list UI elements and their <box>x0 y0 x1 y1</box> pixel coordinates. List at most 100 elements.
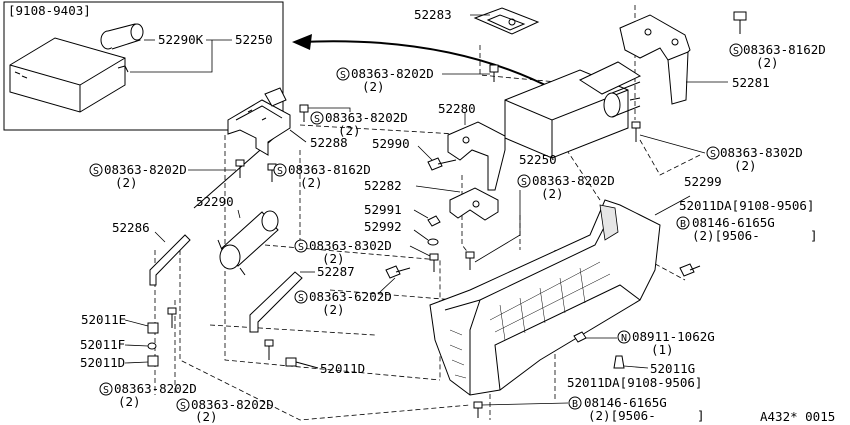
inset-leader-52250 <box>130 39 232 73</box>
label-52011f: 52011F <box>80 337 125 352</box>
fastener-08363-8202d-a: 08363-8202D <box>351 66 434 81</box>
screw-symbol-letter: S <box>340 70 346 81</box>
nut-symbol-letter: N <box>621 333 627 344</box>
label-52011e: 52011E <box>81 312 126 327</box>
fastener-08363-6202d: 08363-6202D <box>309 289 392 304</box>
label-52011g: 52011G <box>650 361 695 376</box>
screw-symbol-icon <box>99 382 113 396</box>
bolt-symbol-letter: B <box>680 219 686 230</box>
reference-arrow-line <box>299 40 556 91</box>
label-52011da-bottom: 52011DA[9108-9506] <box>567 375 702 390</box>
part-52250-actuator: 52250 <box>504 61 642 167</box>
screw-symbol-icon <box>706 146 720 160</box>
screw-symbol-icon <box>273 163 287 177</box>
fastener-08146-6165g-a-qty: (2)[9506- <box>692 228 760 243</box>
screw-symbol-icon <box>294 290 308 304</box>
screw-symbol-icon <box>176 398 190 412</box>
label-52992: 52992 <box>364 219 402 234</box>
fastener-08363-8202d-e: 08363-8202D <box>114 381 197 396</box>
part-52288-bracket: 52288 <box>227 87 348 156</box>
label-52280: 52280 <box>438 101 476 116</box>
inset-label-52290k: 52290K <box>158 32 204 47</box>
inset-panel: [9108-9403] 52290K 52250 <box>3 1 284 131</box>
fastener-08363-8202d-a-qty: (2) <box>362 79 385 94</box>
screw-symbol-letter: S <box>298 293 304 304</box>
screw-symbol-icon <box>294 239 308 253</box>
part-52286-bracket: 52286 <box>112 220 191 286</box>
label-52282: 52282 <box>364 178 402 193</box>
bolt-top-right <box>733 11 747 34</box>
inset-module-vents <box>14 71 28 79</box>
screw-symbol-icon <box>310 111 324 125</box>
fastener-08363-8162d-a-qty: (2) <box>756 55 779 70</box>
fastener-08363-8162d-a: 08363-8162D <box>743 42 826 57</box>
label-52288: 52288 <box>310 135 348 150</box>
part-52299-tray: 52299 <box>429 174 722 396</box>
screw-symbol-letter: S <box>298 242 304 253</box>
fastener-08363-8202d-d-qty: (2) <box>541 186 564 201</box>
fastener-08363-8202d-d: 08363-8202D <box>532 173 615 188</box>
label-52011d-left: 52011D <box>80 355 125 370</box>
label-52250: 52250 <box>519 152 557 167</box>
fastener-08911-1062g: 08911-1062G <box>632 329 715 344</box>
inset-connector <box>117 65 129 73</box>
label-52290: 52290 <box>196 194 234 209</box>
inset-module-edges <box>9 57 126 112</box>
part-52290-cylinder: 52290 <box>196 194 279 276</box>
fastener-08146-6165g-a: 08146-6165G <box>692 215 775 230</box>
fastener-08911-1062g-qty: (1) <box>651 342 674 357</box>
bolt-symbol-icon <box>676 216 690 230</box>
screw-symbol-letter: S <box>521 177 527 188</box>
fastener-08146-6165g-b-end: ] <box>697 408 705 423</box>
bolt-symbol-icon <box>568 396 582 410</box>
part-52281-bracket: 52281 <box>619 14 770 105</box>
fastener-08363-8202d-c-qty: (2) <box>115 175 138 190</box>
fastener-08363-8162d-b-qty: (2) <box>300 175 323 190</box>
fastener-08363-6202d-qty: (2) <box>322 302 345 317</box>
fastener-08363-8302d-b-qty: (2) <box>322 251 345 266</box>
inset-relay-cap <box>130 23 144 41</box>
label-52991: 52991 <box>364 202 402 217</box>
fastener-08363-8202d-e-qty: (2) <box>118 394 141 409</box>
screw-symbol-letter: S <box>93 166 99 177</box>
inset-label-52250: 52250 <box>235 32 273 47</box>
screw-symbol-letter: S <box>710 149 716 160</box>
fastener-08363-8202d-c: 08363-8202D <box>104 162 187 177</box>
part-52287-bracket: 52287 <box>249 264 355 333</box>
label-52286: 52286 <box>112 220 150 235</box>
screw-symbol-letter: S <box>277 166 283 177</box>
screw-symbol-letter: S <box>314 114 320 125</box>
bolt-symbol-letter: B <box>572 399 578 410</box>
fastener-08363-8202d-b: 08363-8202D <box>325 110 408 125</box>
screw-symbol-icon <box>517 174 531 188</box>
label-52287: 52287 <box>317 264 355 279</box>
small-hardware: 52990 52991 52992 52011E 52011F 52011D <box>80 64 701 418</box>
fastener-08363-8202d-f: 08363-8202D <box>191 397 274 412</box>
reference-arrow-head <box>292 34 312 50</box>
screw-symbol-icon <box>89 163 103 177</box>
fastener-08363-8162d-b: 08363-8162D <box>288 162 371 177</box>
fastener-08146-6165g-b: 08146-6165G <box>584 395 667 410</box>
screw-symbol-icon <box>336 67 350 81</box>
part-52283-pad: 52283 <box>414 7 540 35</box>
fastener-08363-8302d-a-qty: (2) <box>734 158 757 173</box>
screw-symbol-letter: S <box>103 385 109 396</box>
label-52283: 52283 <box>414 7 452 22</box>
label-52990: 52990 <box>372 136 410 151</box>
screw-symbol-letter: S <box>180 401 186 412</box>
label-52281: 52281 <box>732 75 770 90</box>
screw-symbol-letter: S <box>733 46 739 57</box>
inset-control-module <box>9 37 126 113</box>
part-52282-bracket: 52282 <box>364 178 499 221</box>
fastener-08363-8202d-b-qty: (2) <box>338 123 361 138</box>
diagram-code: A432* 0015 <box>760 409 835 424</box>
nut-symbol-icon <box>617 330 631 344</box>
label-52299: 52299 <box>684 174 722 189</box>
fastener-08363-8302d-a: 08363-8302D <box>720 145 803 160</box>
inset-title: [9108-9403] <box>8 3 91 18</box>
screw-symbol-icon <box>729 43 743 57</box>
fastener-08363-8202d-f-qty: (2) <box>195 409 218 424</box>
fastener-08146-6165g-b-qty: (2)[9506- <box>588 408 656 423</box>
label-52011da-top: 52011DA[9108-9506] <box>679 198 814 213</box>
